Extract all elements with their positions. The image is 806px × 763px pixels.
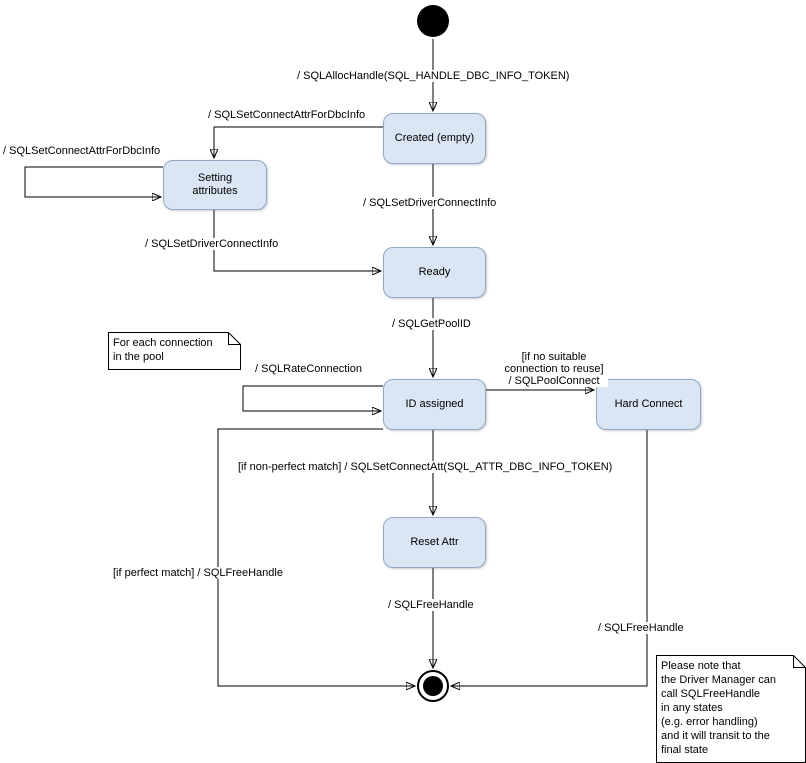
state-reset-attr: Reset Attr [383,517,486,568]
arrow-hard-connect-to-final [451,428,648,686]
arrow-setting-attributes-self-loop [24,166,163,197]
final-state [417,670,449,702]
note-shape [108,332,241,370]
arrow-id-assigned-self-loop [242,385,383,411]
state-created: Created (empty) [383,113,486,164]
state-ready: Ready [383,247,486,298]
note-text-driver-manager: Please note that the Driver Manager can … [661,660,776,756]
arrow-setting-attributes-to-ready [213,208,381,271]
state-hard-connect: Hard Connect [596,379,701,430]
label-sqlsetconnectattrfordbcinfo: / SQLSetConnectAttrForDbcInfo [207,109,367,121]
label-sqlgetpoolid: / SQLGetPoolID [391,318,472,330]
arrow-id-assigned-to-final [217,428,415,686]
label-sqlfreehandle-hard: / SQLFreeHandle [597,622,685,634]
label-sqlfreehandle-reset: / SQLFreeHandle [387,599,475,611]
note-text-pool: For each connection in the pool [113,337,213,363]
state-id-assigned: ID assigned [383,379,486,430]
note-driver-manager: Please note that the Driver Manager can … [656,655,806,763]
label-non-perfect-match: [if non-perfect match] / SQLSetConnectAt… [237,461,614,473]
final-state-inner-dot [423,676,443,696]
state-setting-attributes: Setting attributes [163,160,267,210]
label-sqlpoolconnect: [if no suitable connection to reuse] / S… [500,351,608,387]
label-sqlallochandle: / SQLAllocHandle(SQL_HANDLE_DBC_INFO_TOK… [296,70,571,82]
note-for-each-connection: For each connection in the pool [108,332,241,370]
label-perfect-match-sqlfreehandle: [if perfect match] / SQLFreeHandle [112,567,284,579]
label-sqlsetconnectattrfordbcinfo-self: / SQLSetConnectAttrForDbcInfo [2,145,162,157]
label-sqlrateconnection: / SQLRateConnection [254,363,364,375]
initial-state [417,5,449,37]
label-sqlsetdriverconnectinfo-created: / SQLSetDriverConnectInfo [362,197,498,209]
arrow-created-to-setting-attributes [214,126,383,158]
label-sqlsetdriverconnectinfo-setting: / SQLSetDriverConnectInfo [144,238,280,250]
